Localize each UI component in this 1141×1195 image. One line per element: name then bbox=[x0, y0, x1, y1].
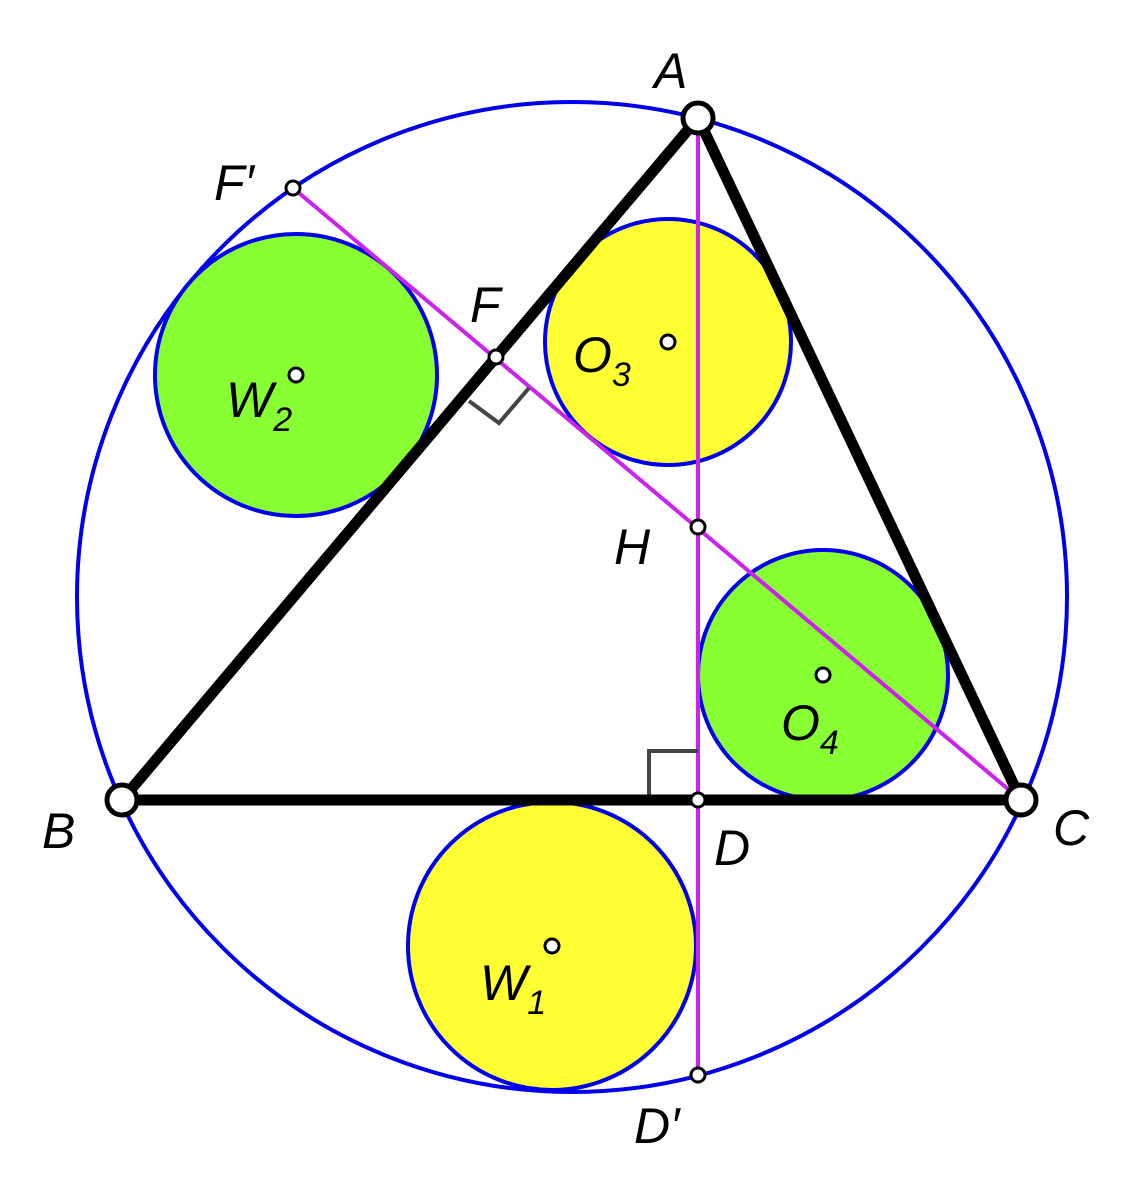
circumcircle bbox=[75, 100, 1069, 1094]
center-o3 bbox=[659, 333, 677, 351]
right-angle-mark-f bbox=[467, 386, 531, 426]
label-o4-sub: 4 bbox=[820, 724, 839, 762]
vertex-c-point bbox=[1003, 782, 1039, 818]
line-f-prime-c bbox=[291, 186, 1023, 802]
label-h: H bbox=[614, 519, 651, 575]
label-d: D bbox=[714, 820, 750, 876]
label-d-prime: D′ bbox=[634, 1098, 681, 1154]
point-h bbox=[689, 518, 707, 536]
label-o4-base: O bbox=[781, 695, 820, 751]
center-w2 bbox=[287, 366, 305, 384]
center-w1 bbox=[543, 937, 561, 955]
center-o4 bbox=[814, 666, 832, 684]
label-w2: W2 bbox=[226, 372, 292, 439]
point-d-prime bbox=[689, 1066, 707, 1084]
label-o3-sub: 3 bbox=[612, 356, 631, 394]
right-angle-mark-d bbox=[647, 749, 698, 800]
label-w2-base: W bbox=[226, 372, 278, 428]
label-o3-base: O bbox=[573, 327, 612, 383]
label-w1-sub: 1 bbox=[527, 984, 546, 1022]
triangle-abc bbox=[116, 112, 1027, 806]
label-w1: W1 bbox=[480, 955, 546, 1022]
label-w1-base: W bbox=[480, 955, 532, 1011]
label-o3: O3 bbox=[573, 327, 631, 394]
vertex-b-point bbox=[104, 782, 140, 818]
label-f-prime: F′ bbox=[214, 155, 256, 211]
label-c: C bbox=[1053, 800, 1090, 856]
vertex-a-point bbox=[680, 100, 716, 136]
point-f bbox=[487, 348, 505, 366]
point-d bbox=[689, 791, 707, 809]
point-f-prime bbox=[284, 179, 302, 197]
label-o4: O4 bbox=[781, 695, 839, 762]
label-f: F bbox=[470, 277, 503, 333]
label-w2-sub: 2 bbox=[272, 401, 292, 439]
label-a: A bbox=[651, 43, 687, 99]
label-b: B bbox=[42, 803, 75, 859]
